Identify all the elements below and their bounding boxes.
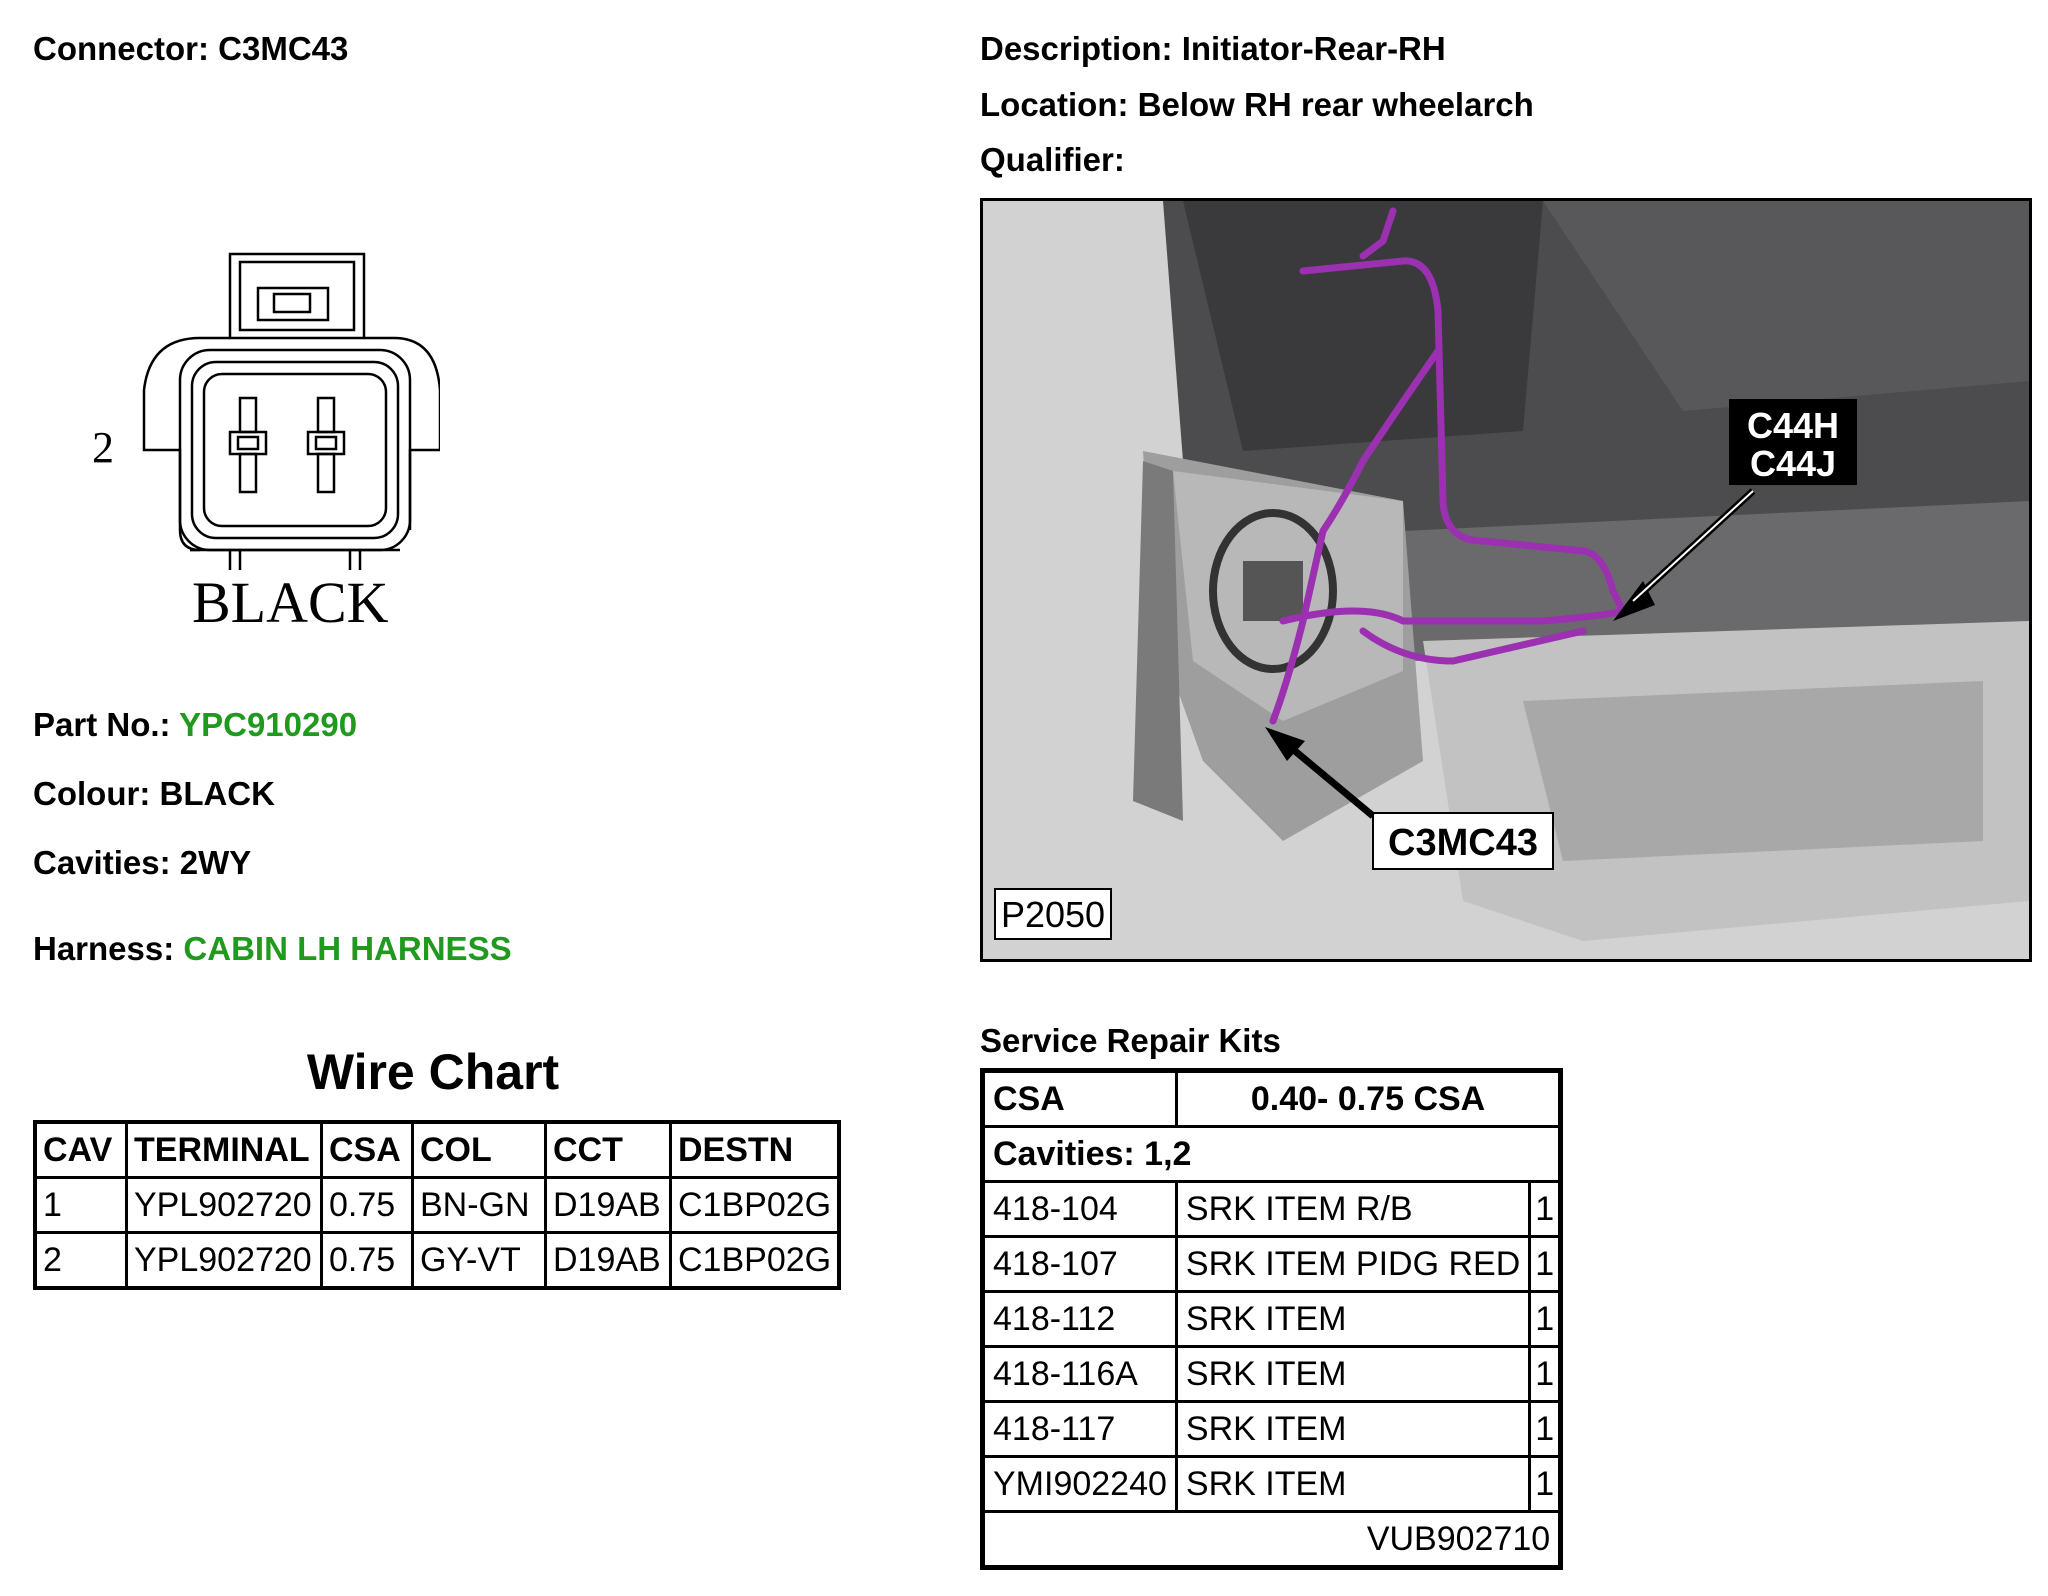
terminal-1 (306, 396, 346, 494)
table-row: 418-117 SRK ITEM 1 (981, 1400, 1563, 1458)
cav-cell: 1 (33, 1176, 128, 1234)
cavities-value: 2WY (179, 844, 252, 881)
colour-line: Colour: BLACK (33, 775, 275, 813)
service-repair-kits-table: CSA 0.40- 0.75 CSA Cavities: 1,2 418-104… (980, 1068, 1564, 1570)
table-row: 418-107 SRK ITEM PIDG RED 1 (981, 1235, 1563, 1293)
description-line: Description: Initiator-Rear-RH (980, 30, 1446, 68)
terminal-cell: YPL902720 (125, 1176, 323, 1234)
srk-item-cell: SRK ITEM (1174, 1345, 1532, 1403)
table-row: 2 YPL902720 0.75 GY-VT D19AB C1BP02G (33, 1231, 841, 1290)
terminal-2 (228, 396, 268, 494)
table-row: 418-104 SRK ITEM R/B 1 (981, 1180, 1563, 1238)
srk-qty-cell: 1 (1528, 1400, 1563, 1458)
srk-part-cell: 418-107 (981, 1235, 1178, 1293)
srk-qty-cell: 1 (1528, 1455, 1563, 1513)
col-header-destn: DESTN (669, 1120, 841, 1179)
srk-item-cell: SRK ITEM (1174, 1400, 1532, 1458)
description-label: Description: (980, 30, 1173, 67)
harness-label: Harness: (33, 930, 175, 967)
table-row: 418-112 SRK ITEM 1 (981, 1290, 1563, 1348)
srk-item-cell: SRK ITEM R/B (1174, 1180, 1532, 1238)
connector-body (178, 348, 412, 552)
location-label: Location: (980, 86, 1129, 123)
part-no-label: Part No.: (33, 706, 171, 743)
callout-arrow-c3mc43 (1280, 738, 1376, 819)
srk-csa-label: CSA (981, 1069, 1178, 1128)
part-no-link[interactable]: YPC910290 (179, 706, 358, 743)
service-repair-kits-title: Service Repair Kits (980, 1022, 1281, 1059)
figure-id-box (994, 888, 1112, 940)
srk-item-cell: SRK ITEM PIDG RED (1174, 1235, 1532, 1293)
harness-line: Harness: CABIN LH HARNESS (33, 930, 512, 968)
wire-chart-title: Wire Chart (306, 1044, 560, 1100)
connector-latch-window (256, 286, 330, 322)
srk-qty-cell: 1 (1528, 1235, 1563, 1293)
colour-value: BLACK (159, 775, 275, 812)
col-header-terminal: TERMINAL (125, 1120, 323, 1179)
srk-footer-row: VUB902710 (980, 1510, 1563, 1569)
location-line: Location: Below RH rear wheelarch (980, 86, 1534, 124)
srk-part-cell: 418-104 (981, 1180, 1178, 1238)
description-value: Initiator-Rear-RH (1181, 30, 1446, 67)
destn-cell: C1BP02G (669, 1176, 841, 1234)
srk-csa-value: 0.40- 0.75 CSA (1174, 1069, 1563, 1128)
callout-c44h: C44H (1747, 405, 1839, 446)
cct-cell: D19AB (544, 1231, 672, 1290)
connector-line: Connector: C3MC43 (33, 30, 348, 68)
connector-face-diagram: 2 1 BLACK (92, 252, 440, 635)
connector-label: Connector: (33, 30, 209, 67)
wire-chart-header-row: CAV TERMINAL CSA COL CCT DESTN (33, 1120, 841, 1179)
harness-link[interactable]: CABIN LH HARNESS (183, 930, 512, 967)
connector-colour-text: BLACK (192, 570, 389, 635)
harness-route (1269, 207, 1627, 725)
col-header-col: COL (411, 1120, 547, 1179)
srk-part-cell: 418-112 (981, 1290, 1178, 1348)
srk-cavities-row: Cavities: 1,2 (980, 1125, 1563, 1183)
srk-qty-cell: 1 (1528, 1290, 1563, 1348)
callout-c44j: C44J (1750, 443, 1836, 484)
srk-part-cell: 418-116A (981, 1345, 1178, 1403)
csa-cell: 0.75 (320, 1176, 414, 1234)
srk-cavities: Cavities: 1,2 (980, 1125, 1563, 1183)
table-row: 1 YPL902720 0.75 BN-GN D19AB C1BP02G (33, 1176, 841, 1234)
terminal-cell: YPL902720 (125, 1231, 323, 1290)
srk-csa-row: CSA 0.40- 0.75 CSA (981, 1069, 1563, 1128)
table-row: YMI902240 SRK ITEM 1 (981, 1455, 1563, 1513)
qualifier-line: Qualifier: (980, 141, 1125, 179)
srk-item-cell: SRK ITEM (1174, 1290, 1532, 1348)
location-photo: C44H C44J C3MC43 P2050 (980, 198, 2032, 962)
destn-cell: C1BP02G (669, 1231, 841, 1290)
srk-part-cell: YMI902240 (981, 1455, 1178, 1513)
csa-cell: 0.75 (320, 1231, 414, 1290)
srk-part-cell: 418-117 (981, 1400, 1178, 1458)
qualifier-label: Qualifier: (980, 141, 1125, 178)
col-cell: GY-VT (411, 1231, 547, 1290)
callout-box-c44 (1729, 399, 1857, 485)
pin-label-2: 2 (92, 423, 114, 472)
cavities-line: Cavities: 2WY (33, 844, 251, 882)
col-header-cct: CCT (544, 1120, 672, 1179)
callout-box-c3mc43 (1372, 812, 1554, 870)
srk-qty-cell: 1 (1528, 1345, 1563, 1403)
colour-label: Colour: (33, 775, 151, 812)
col-header-csa: CSA (320, 1120, 414, 1179)
cav-cell: 2 (33, 1231, 128, 1290)
col-header-cav: CAV (33, 1120, 128, 1179)
figure-id: P2050 (1001, 894, 1105, 935)
callout-c3mc43: C3MC43 (1388, 822, 1538, 864)
wire-chart-table: CAV TERMINAL CSA COL CCT DESTN 1 YPL9027… (33, 1120, 842, 1290)
connector-id: C3MC43 (218, 30, 349, 67)
col-cell: BN-GN (411, 1176, 547, 1234)
srk-item-cell: SRK ITEM (1174, 1455, 1532, 1513)
table-row: 418-116A SRK ITEM 1 (981, 1345, 1563, 1403)
location-value: Below RH rear wheelarch (1137, 86, 1534, 123)
srk-qty-cell: 1 (1528, 1180, 1563, 1238)
srk-footer: VUB902710 (980, 1510, 1563, 1569)
part-no-line: Part No.: YPC910290 (33, 706, 357, 744)
cct-cell: D19AB (544, 1176, 672, 1234)
connector-latch (228, 252, 366, 340)
cavities-label: Cavities: (33, 844, 171, 881)
